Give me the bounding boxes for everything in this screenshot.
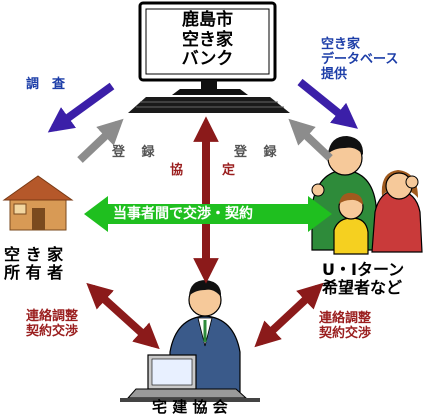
- applicant-register-arrow: [288, 118, 333, 161]
- house-icon: [2, 175, 74, 231]
- owner-register-arrow: [77, 118, 124, 163]
- applicant-liaison-line: 連絡調整: [319, 311, 372, 326]
- family-icon: [311, 136, 423, 255]
- bank-title-line: 鹿島市: [182, 10, 233, 30]
- owner-register-label: 登 録: [112, 145, 161, 160]
- bank-title-line: バンク: [181, 49, 234, 70]
- survey-label: 調 査: [26, 77, 66, 92]
- applicant-liaison-label: 連絡調整 契約交渉: [319, 311, 372, 342]
- owner-liaison-line: 連絡調整: [26, 309, 79, 324]
- applicant-label-line: U・Iターン: [322, 260, 405, 279]
- applicant-register-label: 登 録: [234, 145, 283, 160]
- kyotei-label-2: 定: [222, 163, 236, 178]
- bank-title-line: 空き家: [182, 29, 233, 50]
- applicant-label: U・Iターン 希望者など: [322, 260, 405, 298]
- owner-label: 空 き 家 所 有 者: [4, 245, 64, 283]
- realtor-label: 宅 建 協 会: [152, 398, 228, 416]
- survey-arrow: [47, 82, 115, 133]
- owner-label-line: 空 き 家: [4, 245, 64, 264]
- bank-title: 鹿島市 空き家 バンク: [146, 10, 269, 70]
- applicant-label-line: 希望者など: [322, 278, 403, 298]
- negotiation-arrow: [84, 196, 332, 232]
- database-label-line: 空き家: [321, 37, 361, 52]
- applicant-liaison-arrow: [254, 282, 324, 348]
- database-label: 空き家 データベース 提供: [321, 37, 399, 83]
- computer-monitor-icon: [128, 1, 290, 113]
- database-label-line: 提供: [321, 66, 348, 82]
- database-arrow: [297, 78, 358, 129]
- owner-liaison-arrow: [86, 282, 160, 350]
- database-label-line: データベース: [321, 51, 399, 67]
- owner-liaison-label: 連絡調整 契約交渉: [26, 309, 79, 340]
- kyotei-label-1: 協: [170, 163, 184, 178]
- owner-liaison-line: 契約交渉: [26, 323, 79, 339]
- owner-label-line: 所 有 者: [4, 263, 64, 283]
- negotiation-label: 当事者間で交渉・契約: [113, 206, 253, 222]
- office-worker-icon: [120, 280, 260, 402]
- applicant-liaison-line: 契約交渉: [319, 325, 372, 341]
